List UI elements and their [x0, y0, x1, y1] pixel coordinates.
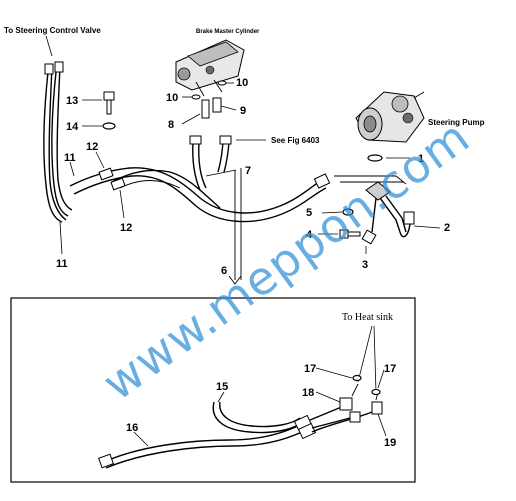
hose-15-16 — [98, 401, 317, 469]
caption-steering-pump: Steering Pump — [428, 118, 485, 127]
part-label-7: 7 — [245, 165, 251, 177]
part-label-19: 19 — [384, 437, 396, 449]
inset-frame — [10, 297, 416, 483]
leader-7 — [205, 169, 237, 177]
leader-8 — [181, 113, 201, 125]
watermark-text: www.meppon.com — [93, 109, 480, 411]
hose-11-left — [43, 61, 73, 223]
leader-16 — [133, 431, 149, 447]
o-ring-17a — [352, 374, 362, 382]
leader-11-lower — [59, 221, 63, 255]
part-label-5: 5 — [306, 207, 312, 219]
leader-9 — [220, 105, 237, 111]
leader-17b — [377, 369, 385, 389]
caption-heat-sink: To Heat sink — [342, 312, 393, 323]
part-label-2: 2 — [444, 222, 450, 234]
steering-pump — [355, 91, 425, 143]
part-label-11-upper: 11 — [64, 152, 76, 164]
part-label-10b: 10 — [166, 92, 178, 104]
part-label-8: 8 — [168, 119, 174, 131]
part-label-9: 9 — [240, 105, 246, 117]
washer-5 — [342, 208, 354, 216]
leader-heat-sink-a — [357, 325, 373, 383]
tube-assembly-18-19 — [309, 383, 383, 433]
part-label-18: 18 — [302, 387, 314, 399]
part-label-17b: 17 — [384, 363, 396, 375]
leader-19 — [377, 413, 387, 437]
leader-12-upper — [95, 151, 105, 169]
leader-18 — [315, 391, 341, 403]
bolt-13 — [103, 91, 115, 115]
pump-connection — [313, 173, 415, 245]
hose-7 — [189, 135, 232, 191]
leader-steering-control-valve — [45, 35, 53, 57]
leader-heat-sink-b — [373, 325, 377, 393]
bolt-4 — [339, 229, 361, 239]
part-label-17a: 17 — [304, 363, 316, 375]
leader-5 — [321, 211, 343, 214]
part-label-16: 16 — [126, 422, 138, 434]
part-label-3: 3 — [362, 259, 368, 271]
leader-12-lower — [119, 189, 125, 219]
guide-lines-6 — [228, 168, 242, 285]
o-ring-1 — [367, 154, 383, 162]
leader-15 — [217, 391, 225, 403]
leader-17a — [315, 367, 353, 379]
o-ring-17b — [371, 388, 381, 396]
part-label-15: 15 — [216, 381, 228, 393]
fitting-12-pair — [98, 167, 126, 191]
caption-see-fig: See Fig 6403 — [271, 136, 320, 145]
part-label-12-upper: 12 — [86, 141, 98, 153]
part-label-13: 13 — [66, 95, 78, 107]
part-label-14: 14 — [66, 121, 79, 133]
leader-2 — [413, 225, 441, 229]
part-label-11-lower: 11 — [56, 258, 68, 270]
washer-14 — [102, 122, 116, 130]
part-label-1: 1 — [418, 153, 424, 165]
fittings-8-9-10 — [191, 80, 227, 119]
hose-12-right — [69, 167, 327, 223]
leader-11-upper — [69, 161, 75, 177]
brake-master-cylinder — [175, 39, 245, 97]
caption-brake-master-cylinder: Brake Master Cylinder — [196, 29, 260, 35]
caption-steering-control-valve: To Steering Control Valve — [4, 26, 101, 35]
part-label-12-lower: 12 — [120, 222, 132, 234]
part-label-4: 4 — [306, 229, 313, 241]
part-label-6: 6 — [221, 265, 227, 277]
part-label-10a: 10 — [236, 77, 248, 89]
